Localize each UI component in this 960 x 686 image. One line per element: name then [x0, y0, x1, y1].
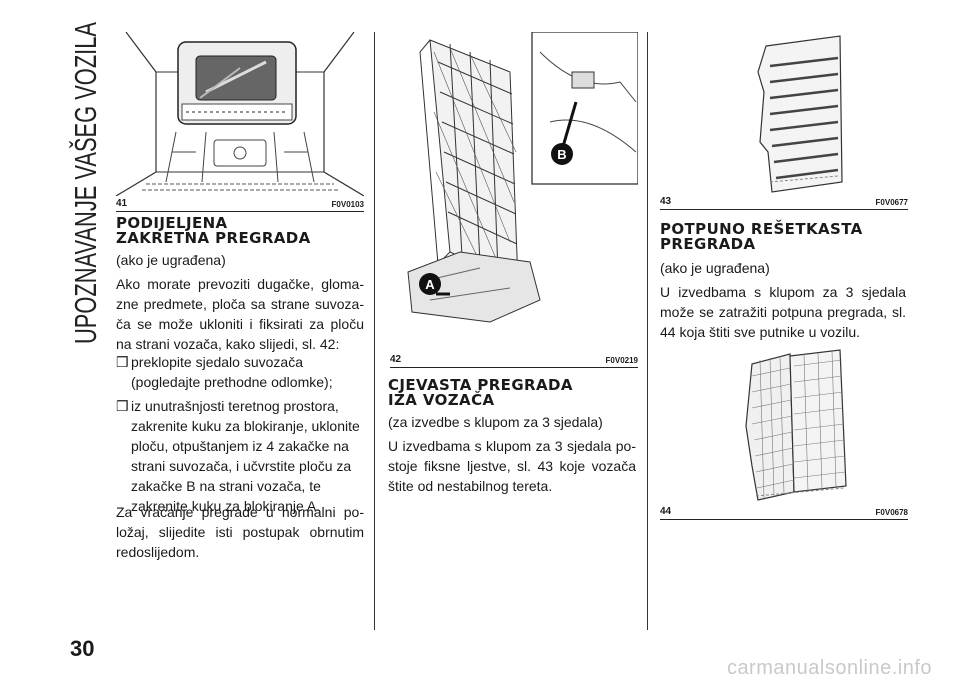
- column-divider-2: [647, 32, 648, 630]
- tubular-partition-illustration: B A: [390, 31, 639, 352]
- section-heading: CJEVASTA PREGRADA IZA VOZAČA: [388, 378, 573, 408]
- section-title-vertical: UPOZNAVANJE VAŠEG VOZILA: [20, 18, 103, 348]
- section-heading: POTPUNO REŠETKASTA PREGRADA: [660, 222, 863, 252]
- intro-paragraph: Ako morate prevoziti dugačke, gloma-zne …: [116, 276, 364, 352]
- figure-caption: 43 F0V0677: [660, 195, 908, 210]
- section-title-svg: UPOZNAVANJE VAŠEG VOZILA: [68, 22, 103, 344]
- figure-41: 41 F0V0103: [115, 31, 365, 212]
- body-paragraph: U izvedbama s klupom za 3 sjedala po-sto…: [388, 438, 636, 494]
- heading-line-1: POTPUNO REŠETKASTA: [660, 220, 863, 238]
- fitment-note: (ako je ugrađena): [116, 252, 226, 268]
- heading-line-2: PREGRADA: [660, 235, 756, 253]
- heading-line-2: IZA VOZAČA: [388, 391, 495, 409]
- section-heading: PODIJELJENA ZAKRETNA PREGRADA: [116, 216, 311, 246]
- heading-line-2: ZAKRETNA PREGRADA: [116, 229, 311, 247]
- figure-number: 42: [390, 354, 402, 365]
- figure-code: F0V0677: [875, 198, 908, 207]
- list-item-text: iz unutrašnjosti teretnog prostora, zakr…: [131, 398, 360, 514]
- figure-caption: 41 F0V0103: [116, 197, 364, 212]
- callout-a-label: A: [425, 277, 435, 292]
- checkbox-bullet-icon: ❒: [116, 354, 129, 370]
- figure-43: 43 F0V0677: [660, 32, 908, 210]
- figure-number: 44: [660, 506, 672, 517]
- list-item-text: preklopite sjedalo suvozača (pogledajte …: [131, 354, 333, 390]
- figure-caption: 44 F0V0678: [660, 505, 908, 520]
- page-number: 30: [70, 636, 95, 661]
- figure-number: 43: [660, 196, 672, 207]
- fitment-note: (ako je ugrađena): [660, 260, 770, 276]
- figure-caption: 42 F0V0219: [390, 353, 638, 368]
- closing-paragraph: Za vraćanje pregrade u normalni po-ložaj…: [116, 504, 364, 560]
- list-item: ❒ iz unutrašnjosti teretnog prostora, za…: [116, 396, 364, 516]
- fitment-note: (za izvedbe s klupom za 3 sjedala): [388, 414, 603, 430]
- full-mesh-partition-illustration: [660, 346, 908, 504]
- cargo-partition-illustration: [115, 31, 365, 197]
- figure-42: B A 42 F0V0219: [390, 31, 639, 368]
- heading-line-1: CJEVASTA PREGRADA: [388, 376, 573, 394]
- ladder-partition-illustration: [660, 32, 908, 194]
- watermark: carmanualsonline.info: [726, 657, 932, 679]
- figure-code: F0V0219: [605, 356, 638, 365]
- section-title-text: UPOZNAVANJE VAŠEG VOZILA: [68, 22, 102, 344]
- heading-line-1: PODIJELJENA: [116, 214, 228, 232]
- list-item: ❒ preklopite sjedalo suvozača (pogledajt…: [116, 352, 364, 392]
- callout-b-label: B: [557, 147, 566, 162]
- column-divider-1: [374, 32, 375, 630]
- figure-44: 44 F0V0678: [660, 346, 908, 520]
- body-paragraph: U izvedbama s klupom za 3 sjedala može s…: [660, 284, 906, 340]
- checkbox-bullet-icon: ❒: [116, 398, 129, 414]
- figure-number: 41: [116, 198, 128, 209]
- figure-code: F0V0103: [331, 200, 364, 209]
- figure-code: F0V0678: [875, 508, 908, 517]
